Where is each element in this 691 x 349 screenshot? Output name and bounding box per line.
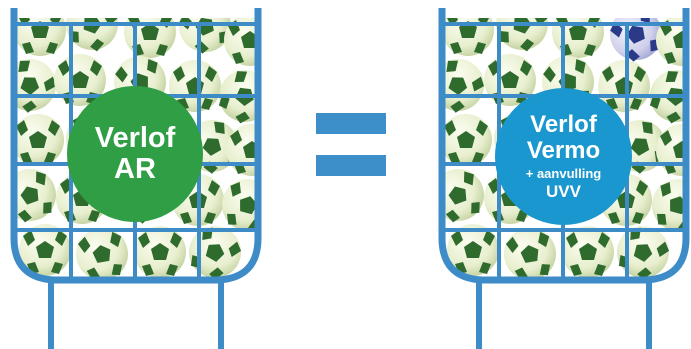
left-badge: Verlof AR [67,86,203,222]
equals-bar-top [316,113,386,134]
right-badge-line2: Vermo [527,138,600,164]
equals-sign [316,113,386,175]
left-badge-line2: AR [114,154,156,185]
right-badge-line4: UVV [546,183,581,201]
right-badge-line3: + aanvulling [526,167,602,181]
left-badge-line1: Verlof [95,123,176,154]
equals-bar-bottom [316,155,386,176]
right-badge: Verlof Vermo + aanvulling UVV [495,88,632,225]
right-badge-line1: Verlof [530,112,597,138]
